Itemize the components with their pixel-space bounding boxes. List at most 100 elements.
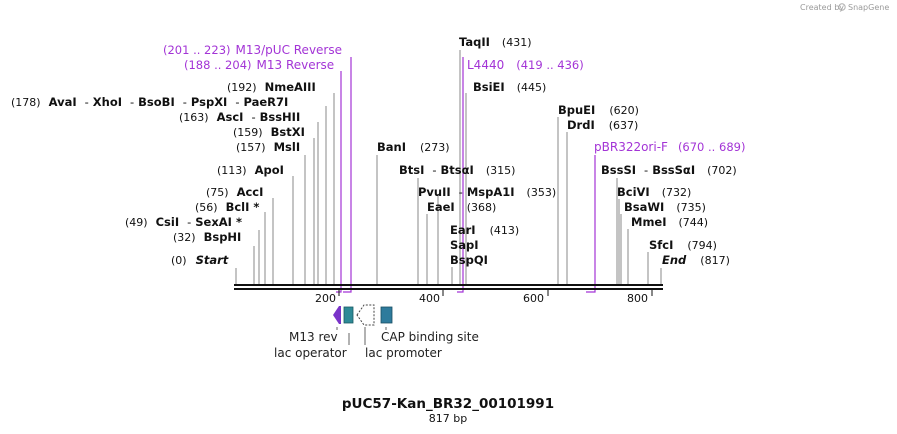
enzyme-pos-mspa1i: (353) [527, 186, 557, 199]
enzyme-name-pspxi: PspXI [191, 95, 227, 109]
scale-tick-600: 600 [523, 292, 544, 305]
enzyme-pos-asci: (163) [179, 111, 209, 124]
enzyme-row-nmeaiii[interactable]: (192)NmeAIII [227, 80, 316, 94]
map-title: pUC57-Kan_BR32_00101991 [342, 396, 554, 412]
primer-range-pbr322: (670 .. 689) [678, 140, 746, 154]
enzyme-pos-btsai: (315) [486, 164, 516, 177]
enzyme-name-bsiei: BsiEI [473, 80, 505, 94]
snapgene-logo-icon [838, 3, 846, 11]
enzyme-pos-bani: (273) [420, 141, 450, 154]
enzyme-row-acci[interactable]: (75) AccI [206, 185, 263, 199]
enzyme-name-bsshii: BssHII [260, 110, 301, 124]
enzyme-pos-bsssai: (702) [707, 164, 737, 177]
enzyme-row-bcli[interactable]: (56) BclI * [195, 200, 259, 214]
feature-label-cap-site: CAP binding site [381, 330, 479, 344]
enzyme-row-taqii[interactable]: TaqII(431) [459, 35, 532, 49]
primer-name-m13rev: M13 Reverse [257, 58, 335, 72]
enzyme-pos-bsiei: (445) [517, 81, 547, 94]
enzyme-pos-nmeaiii: (192) [227, 81, 257, 94]
primer-label-m13puc[interactable]: (201 .. 223)M13/pUC Reverse [163, 43, 342, 57]
cap-binding-site-feature-box[interactable] [380, 306, 393, 324]
enzyme-row-bsphi[interactable]: (32)BspHI [173, 230, 241, 244]
enzyme-row-bstxi[interactable]: (159)BstXI [233, 125, 305, 139]
enzyme-row-mmei[interactable]: MmeI (744) [631, 215, 708, 229]
credit-brand: SnapGene [848, 3, 889, 12]
primer-label-m13rev[interactable]: (188 .. 204) M13 Reverse [184, 58, 334, 72]
enzyme-row-drdi[interactable]: DrdI (637) [567, 118, 638, 132]
enzyme-row-bcivi[interactable]: BciVI (732) [617, 185, 691, 199]
enzyme-name-msli: MslI [274, 140, 301, 154]
cut-site-lines [235, 50, 662, 284]
enzyme-row-bpuei[interactable]: BpuEI (620) [558, 103, 639, 117]
primer-name-m13puc: M13/pUC Reverse [236, 43, 343, 57]
primer-range-m13rev: (188 .. 204) [184, 58, 252, 72]
scale-tick-800: 800 [627, 292, 648, 305]
scale-tick-marks [338, 290, 653, 296]
enzyme-name-mmei: MmeI [631, 215, 667, 229]
enzyme-row-csii[interactable]: (49)CsiI-SexAI * [125, 215, 242, 229]
credit-text: Created by [800, 3, 844, 12]
primer-label-pbr322[interactable]: pBR322ori-F(670 .. 689) [594, 140, 745, 154]
enzyme-name-bsawi: BsaWI [624, 200, 664, 214]
scale-tick-400: 400 [419, 292, 440, 305]
enzyme-name-bspqi[interactable]: BspQI [450, 253, 488, 267]
enzyme-row-bsawi[interactable]: BsaWI (735) [624, 200, 706, 214]
enzyme-row-bani[interactable]: BanI (273) [377, 140, 450, 154]
enzyme-row-eari[interactable]: EarI(413) [450, 223, 519, 237]
enzyme-name-end: End [662, 253, 687, 267]
enzyme-pos-acci: (75) [206, 186, 229, 199]
enzyme-row-bsssi[interactable]: BssSI-BssSαI(702) [601, 163, 737, 177]
m13-rev-feature-arrow[interactable] [333, 306, 341, 324]
map-length: 817 bp [429, 412, 467, 425]
enzyme-row-eaei[interactable]: EaeI(368) [427, 200, 496, 214]
enzyme-pos-drdi: (637) [609, 119, 639, 132]
enzyme-name-sexai: SexAI * [195, 215, 242, 229]
enzyme-name-bpuei: BpuEI [558, 103, 595, 117]
primer-line-m13rev [336, 71, 342, 293]
scale-tick-200: 200 [315, 292, 336, 305]
enzyme-row-msli[interactable]: (157) MslI [236, 140, 300, 154]
enzyme-row-end[interactable]: End (817) [662, 253, 730, 267]
enzyme-name-sfci: SfcI [649, 238, 673, 252]
enzyme-pos-avai: (178) [11, 96, 41, 109]
enzyme-name-eari: EarI [450, 223, 476, 237]
primer-line-m13puc [343, 57, 352, 293]
enzyme-name-csii: CsiI [156, 215, 180, 229]
enzyme-name-sapi[interactable]: SapI [450, 238, 479, 252]
enzyme-name-apoi: ApoI [255, 163, 284, 177]
enzyme-row-btsi[interactable]: BtsI-BtsαI(315) [399, 163, 515, 177]
enzyme-name-acci: AccI [237, 185, 264, 199]
enzyme-name-mspa1i: MspA1I [467, 185, 515, 199]
enzyme-pos-sfci: (794) [687, 239, 717, 252]
enzyme-pos-msli: (157) [236, 141, 266, 154]
enzyme-row-bsiei[interactable]: BsiEI (445) [473, 80, 546, 94]
enzyme-pos-bcivi: (732) [662, 186, 692, 199]
enzyme-pos-end: (817) [700, 254, 730, 267]
enzyme-pos-mmei: (744) [679, 216, 709, 229]
enzyme-row-start[interactable]: (0)Start [171, 253, 229, 267]
enzyme-pos-bsphi: (32) [173, 231, 196, 244]
enzyme-row-pvuii[interactable]: PvuII-MspA1I(353) [418, 185, 556, 199]
primer-range-l4440: (419 .. 436) [516, 58, 584, 72]
enzyme-name-drdi: DrdI [567, 118, 595, 132]
enzyme-pos-bcli: (56) [195, 201, 218, 214]
lac-promoter-feature-arrow[interactable] [356, 304, 375, 326]
enzyme-name-start: Start [196, 253, 229, 267]
enzyme-name-bcivi: BciVI [617, 185, 650, 199]
enzyme-name-bani: BanI [377, 140, 406, 154]
lac-operator-feature-box[interactable] [343, 306, 354, 324]
enzyme-pos-taqii: (431) [502, 36, 532, 49]
enzyme-pos-bpuei: (620) [609, 104, 639, 117]
enzyme-pos-bsawi: (735) [676, 201, 706, 214]
feature-label-lac-operator: lac operator [274, 346, 347, 360]
enzyme-row-asci[interactable]: (163)AscI-BssHII [179, 110, 300, 124]
enzyme-row-sfci[interactable]: SfcI (794) [649, 238, 717, 252]
enzyme-name-bcli: BclI * [226, 200, 260, 214]
primer-label-l4440[interactable]: L4440(419 .. 436) [467, 58, 584, 72]
enzyme-row-avai[interactable]: (178)AvaI-XhoI-BsoBI-PspXI-PaeR7I [11, 95, 288, 109]
feature-label-m13rev: M13 rev [289, 330, 338, 344]
enzyme-name-pvuii: PvuII [418, 185, 451, 199]
sequence-backbone [234, 284, 663, 290]
enzyme-row-apoi[interactable]: (113)ApoI [217, 163, 284, 177]
